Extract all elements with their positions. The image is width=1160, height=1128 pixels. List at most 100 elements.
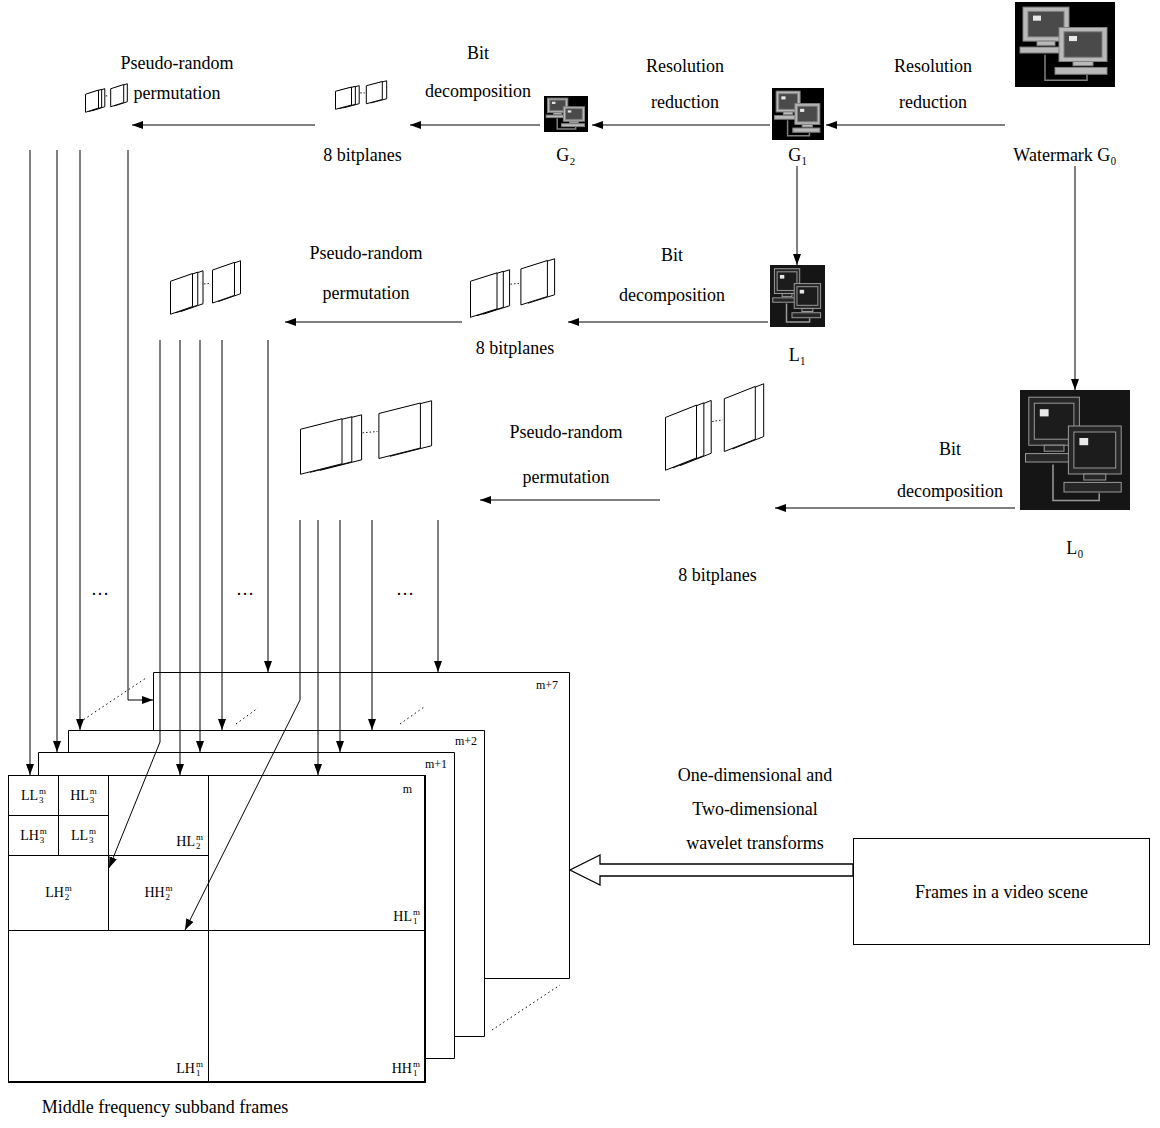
label-slot: Middle frequency subband frames	[42, 1096, 288, 1118]
arrow-connector	[480, 500, 660, 501]
image-caption: Watermark G₀	[1013, 144, 1116, 166]
arrow-connector	[797, 166, 798, 265]
label-slot: …	[396, 578, 414, 600]
process-box: Frames in a video scene	[853, 838, 1150, 945]
frame-edge	[39, 753, 455, 1059]
computer-part	[794, 284, 820, 309]
frame-edge	[69, 731, 485, 1037]
computer-image	[1015, 2, 1115, 87]
arrow-connector	[438, 520, 439, 672]
subband-index: m	[39, 787, 46, 796]
watermark-image: G₂	[540, 96, 592, 166]
subband-index: 1	[196, 1069, 203, 1078]
computer-part	[792, 313, 821, 318]
bitplane	[521, 261, 548, 305]
arrow-connector	[222, 340, 223, 730]
image-caption: G₁	[788, 144, 807, 166]
watermark-image: G₁	[770, 88, 826, 166]
subband-name: HL	[70, 788, 89, 804]
arrow-connector	[826, 125, 1005, 126]
subband-name: LL	[21, 788, 38, 804]
image-caption: L₀	[1066, 537, 1083, 559]
arrow-connector	[109, 340, 160, 868]
subband-name: HL	[176, 834, 195, 850]
subband-cell: HLm3	[58, 775, 109, 816]
arrow-connector	[132, 125, 315, 126]
subband-index: m	[413, 1060, 420, 1069]
subband-index: 1	[413, 917, 420, 926]
computer-part	[1015, 2, 1115, 87]
arrow-connector	[185, 520, 300, 930]
subband-name: LL	[71, 828, 88, 844]
subband-cell: HHm2	[108, 855, 209, 931]
subband-label: HHm1	[392, 1060, 420, 1078]
index-stack: m3	[39, 787, 46, 805]
image-caption: G₂	[556, 144, 575, 166]
subband-label: HLm3	[70, 787, 97, 805]
computer-part	[800, 109, 804, 112]
edge-label: Bit decomposition	[616, 235, 728, 315]
watermark-image: L₁	[768, 265, 827, 366]
permuted-stack-icon	[85, 83, 130, 113]
edge-label: Resolution reduction	[630, 48, 740, 120]
bitplane	[171, 274, 193, 315]
frame-outline	[153, 672, 570, 979]
arrow-connector	[775, 508, 1015, 509]
bitplane-stack: 8 bitplanes	[462, 258, 568, 359]
index-stack: m1	[413, 908, 420, 926]
ellipsis-mark: …	[236, 578, 254, 600]
bitplane-stack-icon	[470, 258, 560, 318]
subband-cell: HLm1	[208, 775, 426, 931]
permuted-stack-icon	[170, 260, 245, 315]
computer-part	[797, 287, 818, 306]
frame-label-slot: m	[403, 782, 412, 796]
computer-part	[1079, 438, 1088, 445]
computer-part	[795, 104, 820, 125]
bitplane	[301, 419, 343, 475]
frame-outline	[68, 730, 485, 1037]
bitplane	[213, 262, 235, 303]
index-stack: m2	[65, 884, 72, 902]
label-slot: …	[91, 578, 109, 600]
computer-part	[1074, 432, 1116, 468]
frame-label-slot: m+7	[536, 678, 558, 692]
arrow-connector	[568, 322, 768, 323]
subband-frame: m+1	[38, 752, 455, 1059]
subband-index: 1	[413, 1069, 420, 1078]
subband-index: m	[196, 833, 203, 842]
bitplane	[336, 87, 352, 109]
subband-index: m	[89, 827, 96, 836]
computer-part	[570, 121, 579, 123]
subband-cell: LHm2	[8, 855, 109, 931]
computer-image	[770, 265, 825, 327]
subband-label: HHm2	[144, 884, 172, 902]
bitplane	[379, 403, 421, 459]
subband-name: LH	[20, 828, 39, 844]
subband-label: HLm2	[176, 833, 203, 851]
subband-name: HL	[393, 909, 412, 925]
subband-index: 3	[90, 796, 97, 805]
computer-part	[1064, 482, 1121, 492]
subband-cell: LLm3	[8, 775, 59, 816]
edge-label-slot: Pseudo-random permutation	[506, 410, 626, 500]
edge-label: One-dimensional and Two-dimensional wave…	[673, 758, 838, 860]
computer-image	[544, 96, 588, 132]
edge-label: Bit decomposition	[422, 34, 534, 110]
subband-name: LH	[45, 885, 64, 901]
computer-part	[1020, 390, 1130, 510]
edge-label: Pseudo-random permutation	[117, 48, 237, 108]
subband-index: m	[166, 884, 173, 893]
frame-label-slot: m+1	[425, 757, 447, 771]
subband-name: LH	[176, 1061, 195, 1077]
computer-part	[1033, 16, 1041, 21]
subband-frame: m+2	[68, 730, 485, 1037]
subband-label: LHm1	[176, 1060, 203, 1078]
computer-part	[770, 265, 825, 327]
computer-part	[782, 294, 792, 297]
bitplane	[86, 90, 99, 112]
computer-part	[802, 308, 813, 311]
computer-part	[772, 88, 824, 140]
arrow-connector	[180, 340, 181, 775]
permuted-bitplanes	[25, 78, 132, 150]
